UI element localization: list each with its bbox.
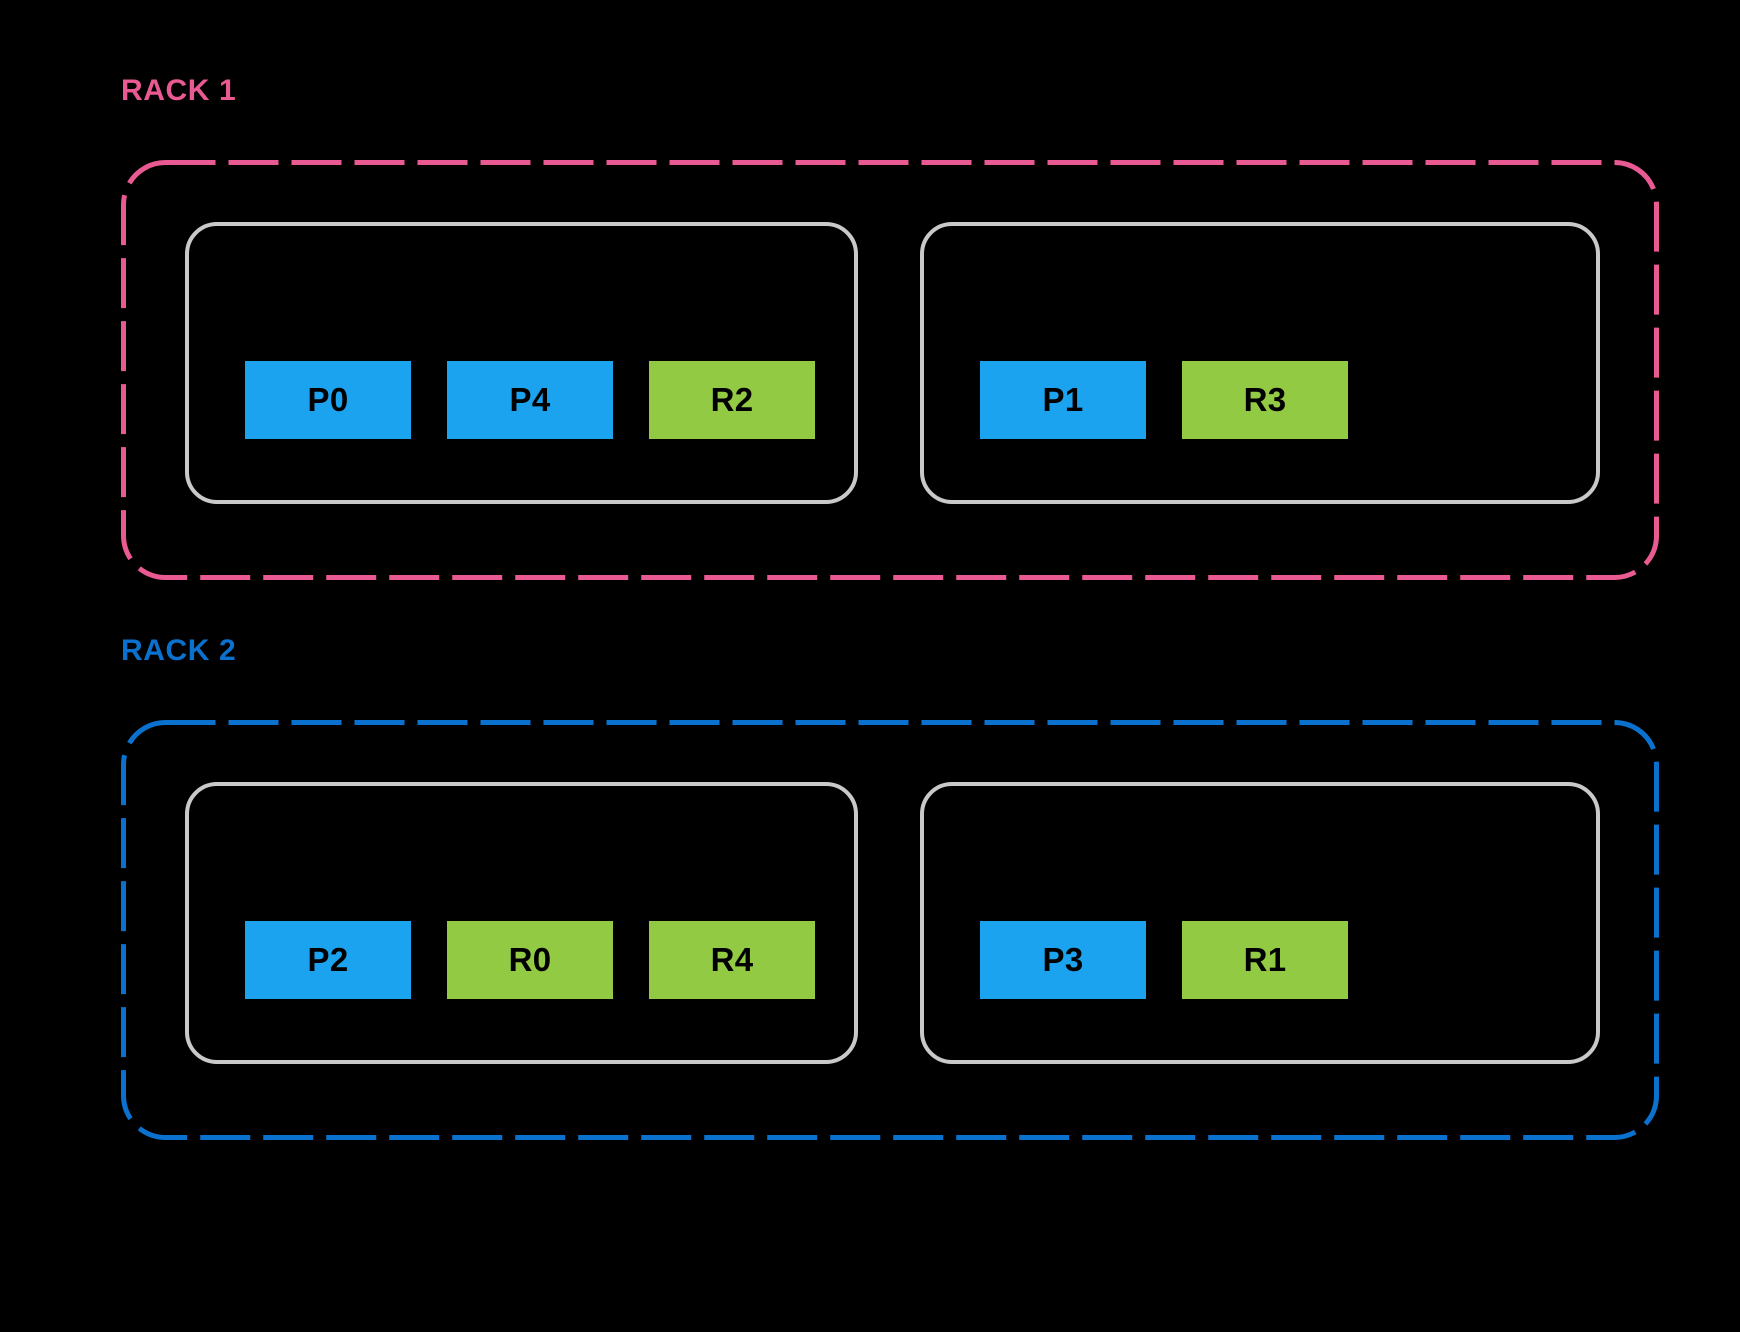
rack-1-boundary (121, 160, 1659, 640)
chunk-p4[interactable]: P4 (447, 361, 613, 439)
node-4-chunk-row: P3 R1 (924, 921, 1596, 999)
node-2-chunk-row: P1 R3 (924, 361, 1596, 439)
node-box-3: P2 R0 R4 (185, 782, 858, 1064)
rack-2-dashed-outline (121, 720, 1659, 1140)
chunk-r4[interactable]: R4 (649, 921, 815, 999)
node-box-4: P3 R1 (920, 782, 1600, 1064)
node-box-2: P1 R3 (920, 222, 1600, 504)
rack-group-2: RACK 2 P2 R0 R4 P3 R1 (0, 560, 1740, 1260)
rack-2-label: RACK 2 (121, 634, 237, 667)
node-1-chunk-row: P0 P4 R2 (189, 361, 854, 439)
rack-1-label: RACK 1 (121, 74, 237, 107)
chunk-r1[interactable]: R1 (1182, 921, 1348, 999)
chunk-r3[interactable]: R3 (1182, 361, 1348, 439)
rack-2-boundary (121, 720, 1659, 1200)
rack-group-1: RACK 1 P0 P4 R2 P1 R3 (0, 0, 1740, 640)
chunk-p3[interactable]: P3 (980, 921, 1146, 999)
chunk-r2[interactable]: R2 (649, 361, 815, 439)
chunk-p2[interactable]: P2 (245, 921, 411, 999)
rack-1-dashed-outline (121, 160, 1659, 580)
node-3-chunk-row: P2 R0 R4 (189, 921, 854, 999)
node-box-1: P0 P4 R2 (185, 222, 858, 504)
chunk-p0[interactable]: P0 (245, 361, 411, 439)
chunk-r0[interactable]: R0 (447, 921, 613, 999)
chunk-p1[interactable]: P1 (980, 361, 1146, 439)
